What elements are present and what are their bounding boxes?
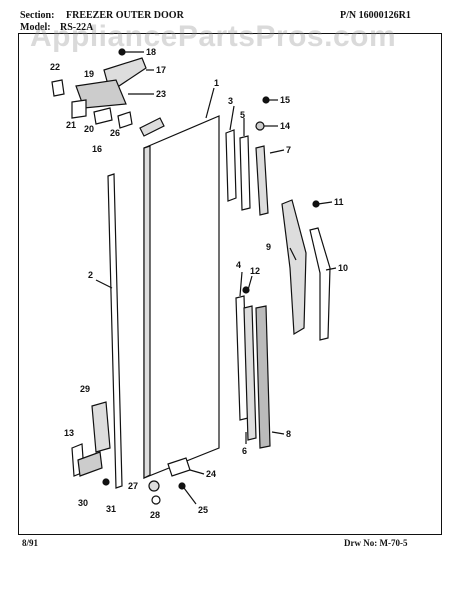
callout-20: 20 [84, 124, 94, 134]
callout-21: 21 [66, 120, 76, 130]
callout-3: 3 [228, 96, 233, 106]
part-26 [117, 111, 133, 129]
callout-4: 4 [236, 260, 241, 270]
cover-29 [91, 401, 111, 453]
callout-24: 24 [206, 469, 216, 479]
strip-8 [255, 305, 271, 449]
callout-31: 31 [106, 504, 116, 514]
callout-8: 8 [286, 429, 291, 439]
strip-5 [239, 135, 251, 211]
callout-6: 6 [242, 446, 247, 456]
handle-10 [309, 227, 331, 341]
callout-27: 27 [128, 481, 138, 491]
section-label: Section: [20, 10, 55, 21]
callout-18: 18 [146, 47, 156, 57]
callout-22: 22 [50, 62, 60, 72]
callout-12: 12 [250, 266, 260, 276]
callout-26: 26 [110, 128, 120, 138]
callout-29: 29 [80, 384, 90, 394]
section-title: FREEZER OUTER DOOR [66, 10, 184, 21]
callout-9: 9 [266, 242, 271, 252]
callout-15: 15 [280, 95, 290, 105]
gasket-strip-2 [107, 173, 123, 489]
exploded-view-drawing: 18 17 22 19 23 21 20 26 16 1 3 5 15 14 7… [50, 47, 348, 520]
drawing-number: Drw No: M-70-5 [344, 538, 408, 548]
model-label: Model: [20, 22, 51, 33]
callout-28: 28 [150, 510, 160, 520]
callout-5: 5 [240, 110, 245, 120]
hinge-30 [77, 451, 103, 477]
parts-diagram-sheet: Section: FREEZER OUTER DOOR P/N 16000126… [14, 8, 444, 548]
callout-30: 30 [78, 498, 88, 508]
callout-10: 10 [338, 263, 348, 273]
handle-9 [281, 199, 307, 336]
part-number: P/N 16000126R1 [340, 10, 411, 21]
callout-1: 1 [214, 78, 219, 88]
footer-date: 8/91 [22, 538, 39, 548]
callout-25: 25 [198, 505, 208, 515]
callout-16: 16 [92, 144, 102, 154]
model-value: RS-22A [60, 22, 94, 33]
strip-6 [243, 305, 257, 441]
bushing-27 [148, 480, 160, 492]
callout-7: 7 [286, 145, 291, 155]
bracket-22 [51, 79, 65, 97]
callout-17: 17 [156, 65, 166, 75]
callout-labels: 18 17 22 19 23 21 20 26 16 1 3 5 15 14 7… [50, 47, 348, 520]
callout-14: 14 [280, 121, 290, 131]
part-20 [93, 107, 113, 125]
strip-3 [225, 129, 237, 202]
callout-11: 11 [334, 197, 344, 207]
callout-23: 23 [156, 89, 166, 99]
hinge-16 [139, 117, 165, 137]
callout-13: 13 [64, 428, 74, 438]
bracket-21 [71, 99, 87, 119]
diagram-frame [18, 33, 442, 535]
bushing-28 [151, 495, 161, 505]
strip-7 [255, 145, 269, 216]
callout-19: 19 [84, 69, 94, 79]
door-panel-1 [143, 115, 220, 479]
callout-2: 2 [88, 270, 93, 280]
